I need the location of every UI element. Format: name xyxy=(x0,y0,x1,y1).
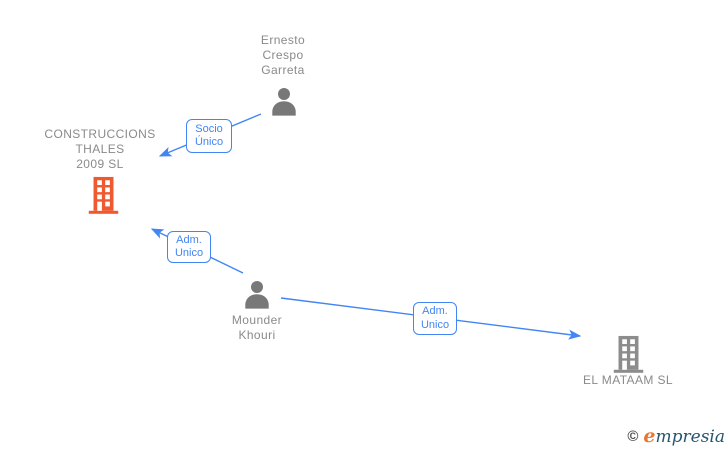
node-text-line: 2009 SL xyxy=(76,157,124,171)
edge-label-line: Unico xyxy=(420,318,450,331)
edge-label-line: Adm. xyxy=(422,305,448,317)
person-icon[interactable] xyxy=(269,87,299,117)
empresia-wordmark-rest: mpresia xyxy=(655,427,726,447)
node-text-line: Ernesto xyxy=(260,33,306,47)
copyright-icon: © xyxy=(627,427,639,445)
edge-label-line: Adm. xyxy=(176,233,202,246)
node-text-line: EL MATAAM SL xyxy=(583,373,673,387)
empresia-wordmark-initial: e xyxy=(643,425,656,447)
edge-label-adm-unico-2: Adm. Unico xyxy=(413,302,457,335)
empresia-logo: © empresia xyxy=(627,426,725,447)
edge-label-socio-unico: Socio Único xyxy=(186,119,232,153)
node-el-mataam-label[interactable]: EL MATAAM SL xyxy=(566,373,690,388)
building-icon[interactable] xyxy=(87,176,120,214)
edge-label-adm-unico-1: Adm. Unico xyxy=(167,231,211,263)
node-text-line: Crespo xyxy=(262,48,304,62)
node-text-line: Mounder xyxy=(231,313,283,327)
node-mounder-khouri-label[interactable]: Mounder Khouri xyxy=(207,313,307,343)
node-text-line: THALES xyxy=(75,142,125,156)
edge-label-line: Unico xyxy=(174,247,204,259)
edge-label-line: Único xyxy=(194,136,224,148)
edge-label-line: Socio xyxy=(195,122,223,135)
person-icon[interactable] xyxy=(242,280,272,310)
empresia-wordmark: empresia xyxy=(643,426,725,447)
node-ernesto-crespo-garreta-label[interactable]: Ernesto Crespo Garreta xyxy=(233,33,333,78)
building-icon[interactable] xyxy=(612,335,645,373)
node-text-line: CONSTRUCCIONS xyxy=(44,127,156,141)
node-text-line: Garreta xyxy=(261,63,305,77)
node-construccions-thales-label[interactable]: CONSTRUCCIONS THALES 2009 SL xyxy=(28,127,172,172)
node-text-line: Khouri xyxy=(238,328,276,342)
